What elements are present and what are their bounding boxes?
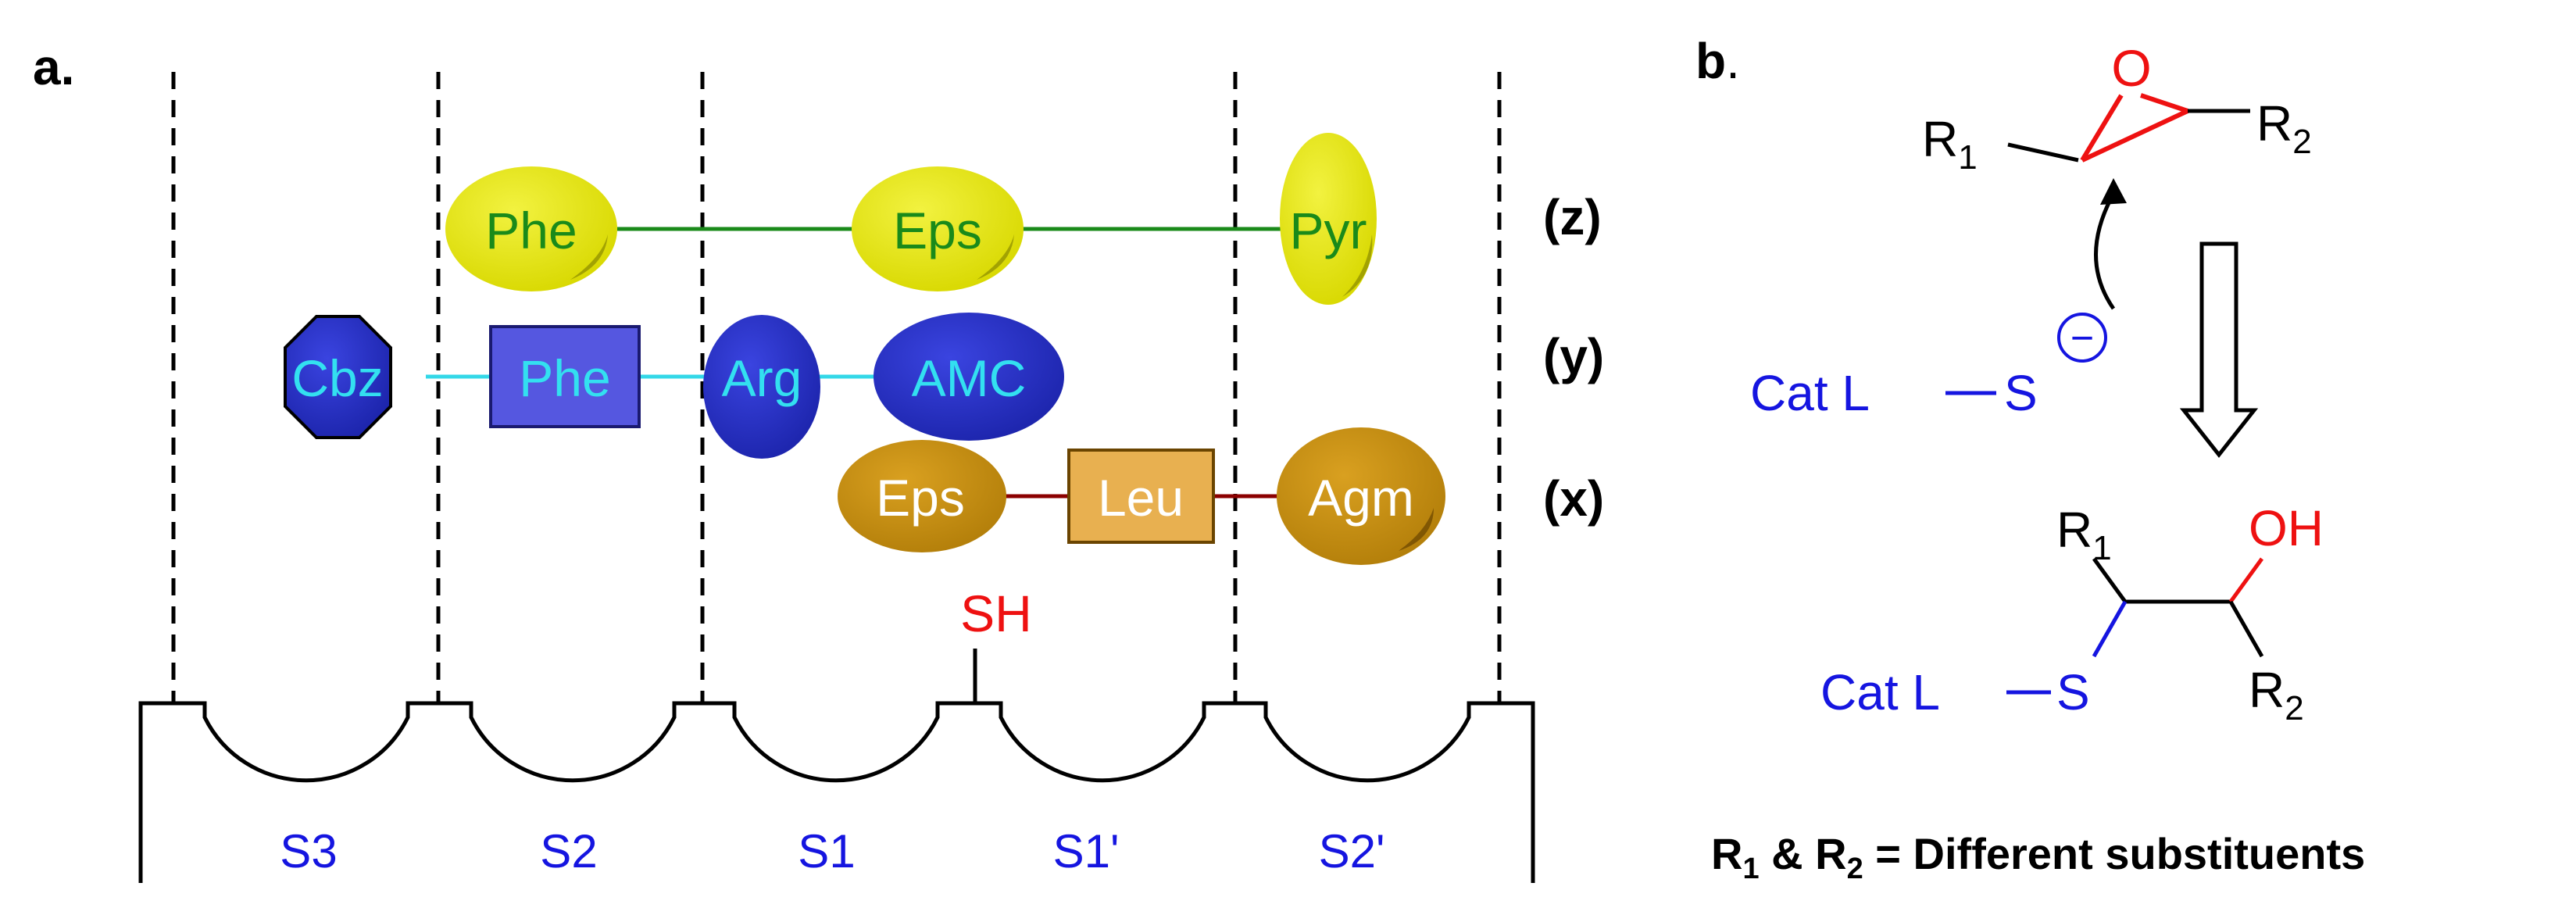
product-cat-l: Cat L (1820, 664, 1940, 720)
panel-a-label: a. (33, 39, 74, 95)
inhibitor-row-x: Eps Leu Agm (x) (838, 427, 1604, 565)
bond-r1-c1 (2092, 557, 2128, 603)
subsite-label-s2: S2 (540, 825, 597, 877)
negative-charge-symbol: − (2070, 316, 2094, 361)
epoxide-r1: R1 (1922, 111, 1978, 177)
row-label-z: (z) (1543, 189, 1602, 245)
residue-label: AMC (912, 349, 1027, 407)
row-label-x: (x) (1543, 470, 1604, 527)
substituent-caption: R1 & R2 = Different substituents (1711, 829, 2365, 885)
residue-highlight (977, 234, 1014, 280)
product-r2: R2 (2249, 662, 2304, 727)
product-oh: OH (2249, 500, 2324, 556)
ring-bond-o-c2 (2140, 93, 2188, 113)
epoxide-structure: R1 O R2 (1922, 39, 2312, 177)
ring-bond-c1-c2 (2081, 109, 2189, 163)
epoxide-r2: R2 (2256, 95, 2312, 161)
bond-c2-oh (2228, 557, 2264, 603)
residue-label: Phe (485, 202, 577, 259)
residue-agm-x (1277, 427, 1445, 565)
inhibitor-row-z: Phe Eps Pyr (z) (445, 133, 1602, 305)
epoxide-oxygen: O (2111, 39, 2151, 97)
subsite-labels: S3 S2 S1 S1' S2' (280, 825, 1384, 877)
residue-phe-z (445, 166, 617, 291)
residue-eps-x (838, 440, 1006, 552)
subsite-label-s1-prime: S1' (1053, 825, 1120, 877)
residue-amc-y (874, 313, 1064, 441)
product-s: S (2056, 664, 2090, 720)
residue-label: Phe (519, 349, 610, 407)
attack-arrowhead-icon (2100, 178, 2127, 205)
residue-label: Arg (722, 349, 802, 407)
residue-cbz-y (284, 315, 392, 439)
panel-a: a. SH S3 S2 S1 S1' S2' Phe (33, 39, 1604, 883)
attack-arrow (2094, 192, 2116, 310)
bond-r1-c1 (2007, 142, 2079, 163)
residue-phe-y (489, 325, 641, 428)
inhibitor-row-y: Cbz Phe Arg AMC (y) (284, 313, 1604, 459)
residue-label: Leu (1098, 469, 1184, 527)
ring-bond-c1-o (2080, 94, 2124, 162)
subsite-label-s2-prime: S2' (1319, 825, 1385, 877)
residue-highlight (570, 234, 608, 280)
residue-pyr-z (1280, 133, 1377, 305)
bond-c2-r2 (2228, 600, 2264, 658)
nucleophile-s: S (2004, 365, 2038, 421)
residue-highlight (1342, 234, 1373, 297)
enzyme-binding-cleft (138, 701, 1535, 883)
product-structure: R1 OH R2 Cat L S (1820, 500, 2324, 727)
residue-label: Pyr (1290, 202, 1367, 259)
nucleophile-cat-l: Cat L (1750, 365, 1870, 421)
residue-arg-y (703, 315, 820, 459)
residue-label: Cbz (291, 349, 383, 407)
subsite-dividers (171, 72, 1502, 703)
reaction-arrow (2179, 241, 2259, 459)
subsite-label-s3: S3 (280, 825, 337, 877)
panel-b-label: b. (1695, 33, 1740, 89)
residue-leu-x (1067, 449, 1215, 544)
subsite-label-s1: S1 (798, 825, 855, 877)
product-r1: R1 (2056, 502, 2112, 567)
bond-c1-s (2092, 600, 2128, 658)
residue-highlight (1399, 508, 1434, 551)
panel-b-letter: b (1695, 33, 1726, 89)
residue-label: Eps (893, 202, 982, 259)
residue-label: Eps (876, 469, 965, 527)
row-label-y: (y) (1543, 328, 1604, 384)
negative-charge-icon (2057, 313, 2107, 363)
thiol-label: SH (960, 584, 1032, 642)
nucleophile: Cat L S − (1750, 313, 2107, 421)
residue-eps-z (852, 166, 1024, 291)
panel-b: b. R1 O R2 Cat L S − (1695, 33, 2365, 885)
residue-label: Agm (1308, 469, 1414, 527)
panel-b-dot: . (1726, 33, 1740, 89)
